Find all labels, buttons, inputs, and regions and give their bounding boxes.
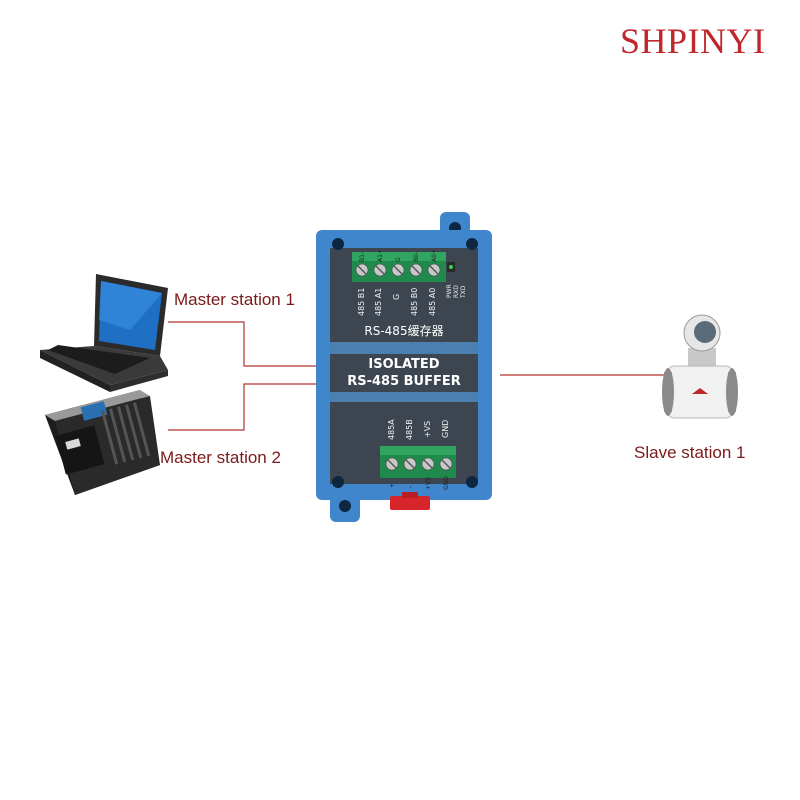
top-pin-label: 485 A1 [374, 287, 383, 316]
top-terminal-mark: A0+ [431, 249, 438, 262]
isolated-rs485-buffer-device [316, 212, 492, 522]
connection-line-master2 [168, 383, 318, 431]
connection-line-master1 [168, 321, 318, 367]
top-terminal-mark: B1- [359, 251, 366, 262]
bottom-terminal-mark: + [389, 482, 396, 488]
brand-logo: SHPINYI [620, 21, 766, 61]
bottom-terminal-mark: - [407, 485, 414, 488]
laptop-icon [40, 274, 168, 392]
top-terminal-mark: A1+ [377, 249, 384, 262]
top-pin-label: 485 B1 [357, 287, 366, 316]
top-pin-label: 485 A0 [428, 287, 437, 316]
bottom-pin-label: 485A [387, 419, 396, 440]
bottom-pin-label: 485B [405, 419, 414, 440]
master-station-1-label: Master station 1 [174, 290, 295, 309]
led-label-pwr: PWR [446, 284, 453, 298]
device-title-line1: ISOLATED [368, 357, 440, 372]
top-terminal-mark: G [395, 257, 402, 262]
top-terminal-mark: B0- [413, 251, 420, 262]
plc-controller-icon [45, 390, 160, 495]
master-station-2-label: Master station 2 [160, 448, 281, 467]
slave-station-1-label: Slave station 1 [634, 443, 746, 462]
flowmeter-icon [662, 314, 738, 419]
top-pin-label: G [392, 293, 401, 300]
bottom-terminal-mark: +VS [425, 477, 432, 490]
top-pin-label: 485 B0 [410, 287, 419, 316]
bottom-terminal-mark: GND [443, 476, 450, 490]
bottom-pin-label: GND [441, 419, 450, 438]
bottom-pin-label: +VS [423, 420, 432, 438]
device-title-line2: RS-485 BUFFER [347, 374, 461, 389]
led-label-rxd: RXD [453, 285, 460, 298]
led-label-txd: TXD [460, 285, 467, 298]
device-chinese-label: RS-485缓存器 [364, 324, 444, 338]
